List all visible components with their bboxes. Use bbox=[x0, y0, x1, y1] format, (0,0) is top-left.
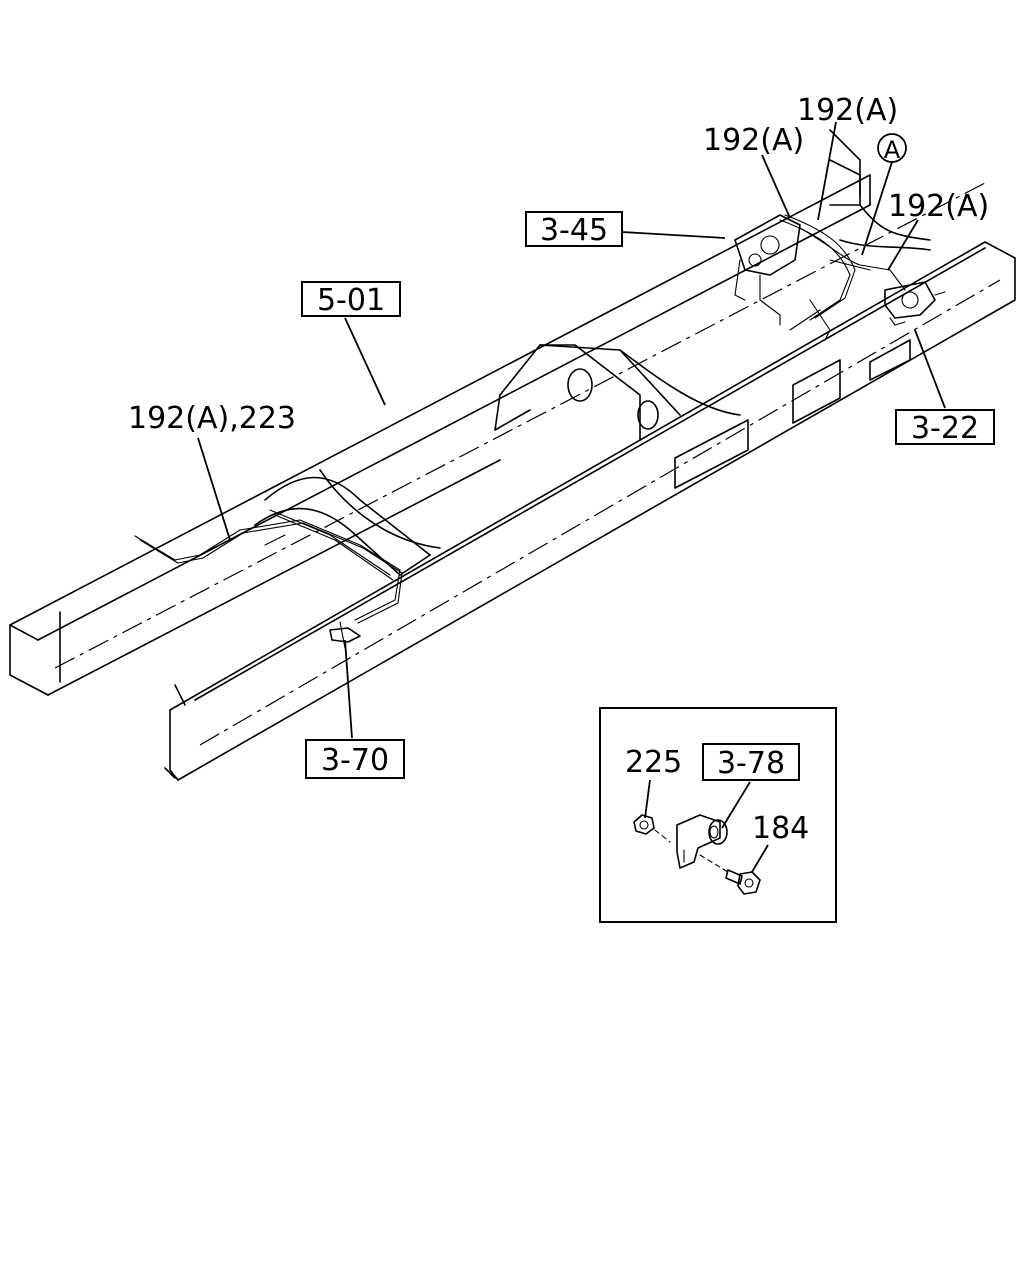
part-number-192a: 192(A) bbox=[797, 93, 898, 128]
section-marker-label: A bbox=[884, 136, 901, 164]
callout-label: 3-78 bbox=[717, 746, 785, 781]
part-number-184: 184 bbox=[752, 811, 809, 846]
center-crossmember bbox=[494, 344, 741, 441]
callout-3-45[interactable]: 3-45 bbox=[525, 211, 623, 248]
front-brake-hose-fitting bbox=[884, 281, 946, 326]
callout-3-78[interactable]: 3-78 bbox=[702, 743, 800, 781]
part-number-192a: 192(A) bbox=[888, 189, 989, 224]
rear-crossmember bbox=[254, 469, 441, 576]
frame-centerline-left bbox=[54, 182, 986, 669]
part-number-225: 225 bbox=[625, 745, 682, 780]
callout-label: 3-22 bbox=[911, 411, 979, 446]
frame-centerline-right bbox=[199, 279, 1001, 746]
rear-brake-pipe bbox=[134, 509, 403, 624]
part-number-192a-223: 192(A),223 bbox=[128, 401, 296, 436]
leader-lines bbox=[197, 121, 946, 739]
pipe-joint-3-70 bbox=[329, 621, 361, 649]
callout-label: 3-70 bbox=[321, 743, 389, 778]
detail-inset: 225 3-78 184 bbox=[599, 707, 837, 923]
front-brake-valve-assembly bbox=[734, 214, 906, 341]
bolt-icon bbox=[725, 869, 761, 895]
callout-3-22[interactable]: 3-22 bbox=[895, 409, 995, 446]
front-crossmember bbox=[829, 159, 931, 251]
part-number-192a: 192(A) bbox=[703, 123, 804, 158]
section-marker-a[interactable]: A bbox=[877, 133, 907, 164]
right-frame-rail bbox=[164, 241, 1016, 781]
nut-icon bbox=[633, 814, 655, 835]
left-frame-rail bbox=[9, 129, 871, 696]
callout-label: 3-45 bbox=[540, 213, 608, 248]
callout-3-70[interactable]: 3-70 bbox=[305, 739, 405, 779]
bracket-icon bbox=[676, 814, 728, 869]
callout-label: 5-01 bbox=[317, 283, 385, 318]
callout-5-01[interactable]: 5-01 bbox=[301, 281, 401, 318]
